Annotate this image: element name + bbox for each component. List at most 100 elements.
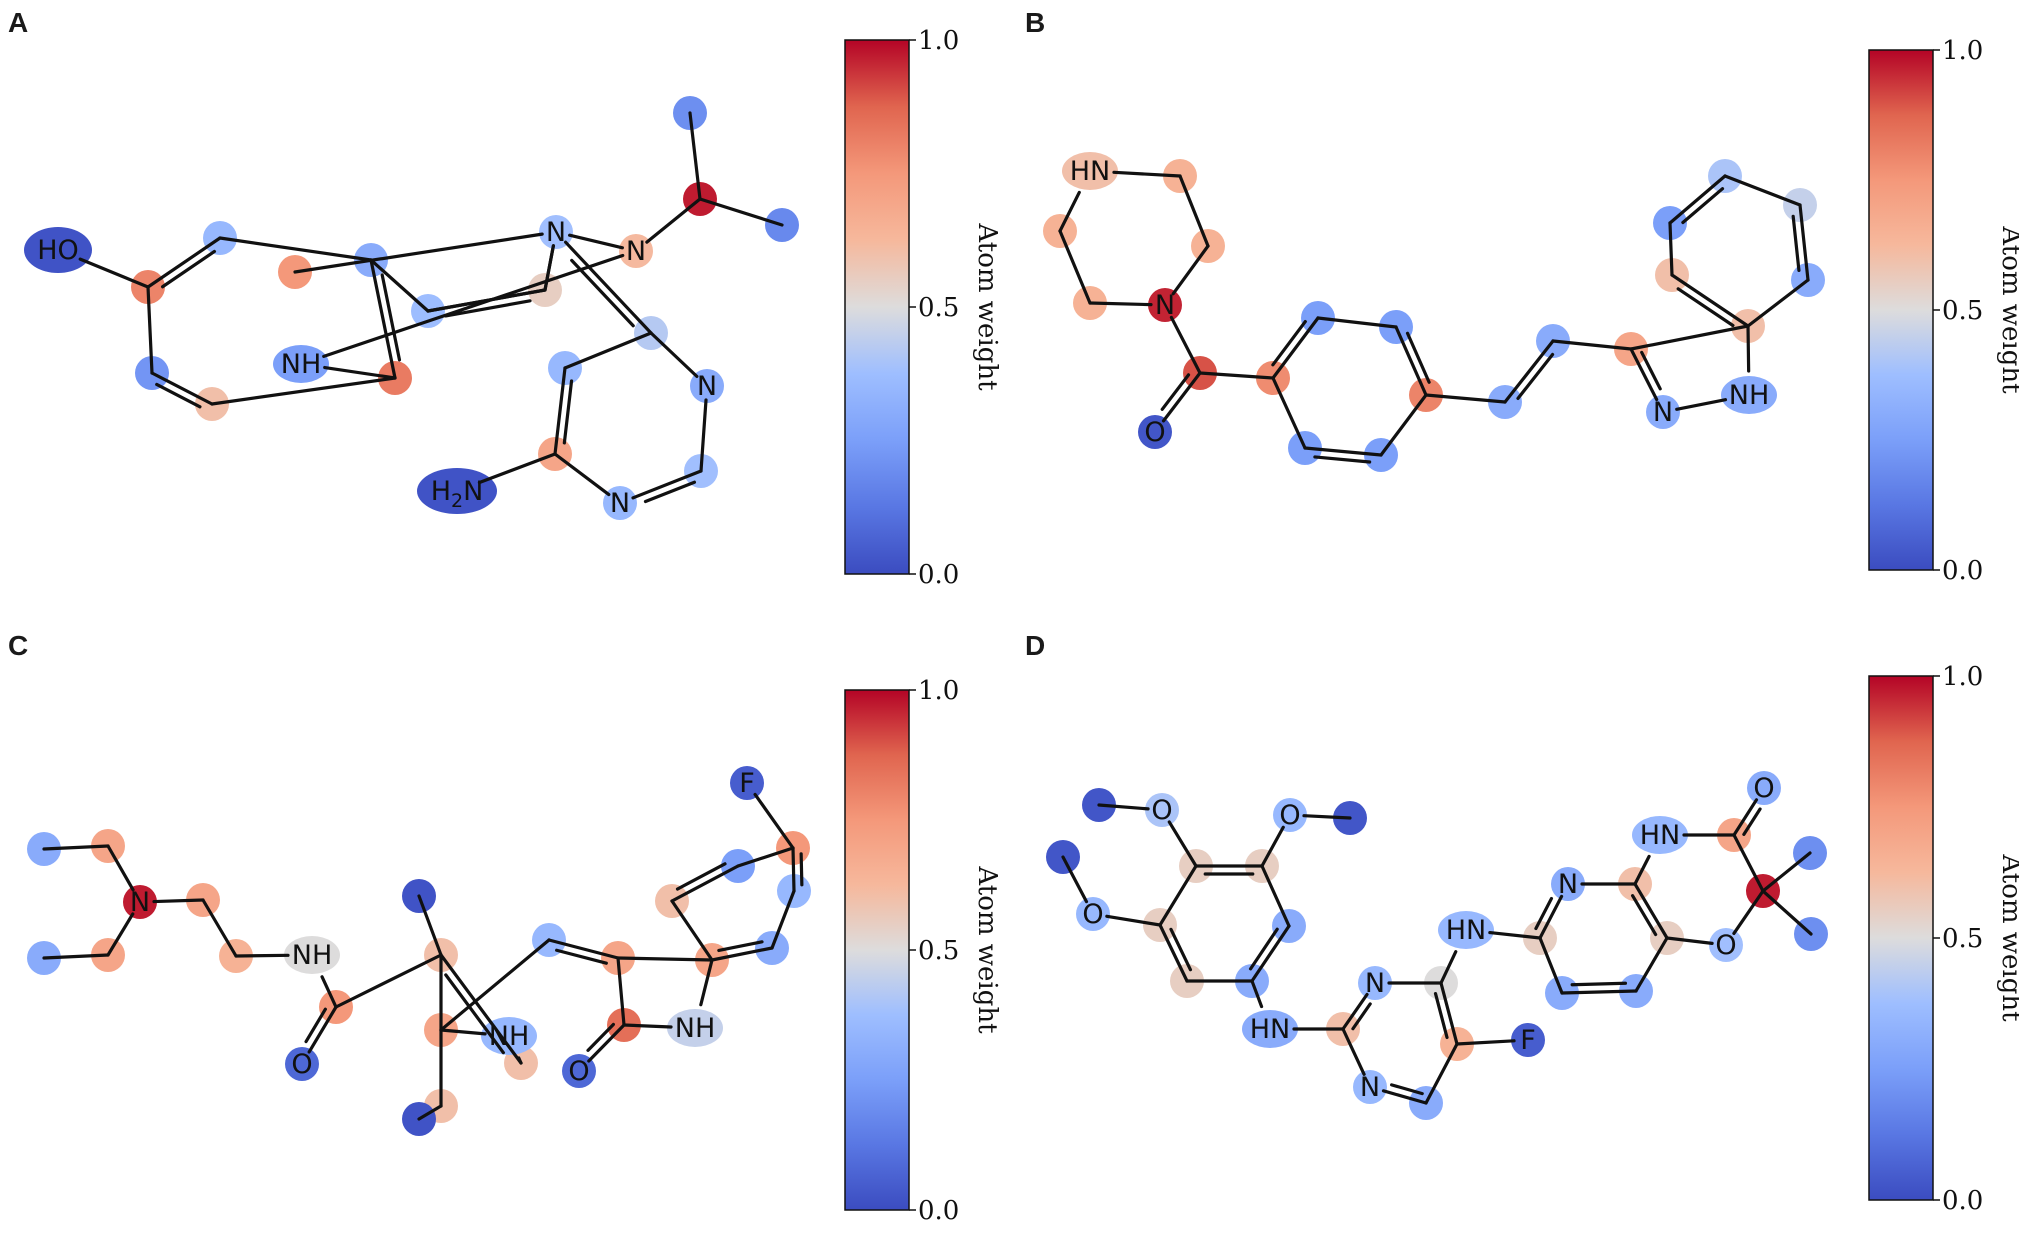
bond-second-line	[717, 940, 764, 953]
bond	[1250, 924, 1291, 983]
bond	[631, 469, 703, 500]
bond	[1424, 1042, 1459, 1105]
bond	[42, 953, 110, 960]
bond	[1341, 1027, 1366, 1076]
atom-label: F	[1520, 1025, 1536, 1056]
atom-label: O	[1753, 773, 1774, 804]
bond	[1723, 174, 1802, 207]
bond	[1439, 950, 1458, 985]
atom-label: NH	[292, 940, 333, 971]
bond	[439, 1028, 487, 1036]
bond	[1732, 889, 1765, 936]
bond	[1424, 393, 1507, 404]
bond	[645, 197, 702, 244]
bond	[201, 898, 238, 958]
bond	[1538, 936, 1564, 995]
bond	[698, 197, 784, 227]
bond	[150, 371, 214, 406]
bond	[307, 1005, 338, 1054]
colorbar-tick-label: 1.0	[1942, 662, 1983, 692]
bond-second-line	[1630, 894, 1658, 937]
atom-highlight	[562, 1054, 596, 1088]
atom-label: N	[697, 371, 717, 402]
bond	[1112, 170, 1182, 178]
bond	[1379, 393, 1428, 457]
bond	[1732, 798, 1759, 837]
bond-second-line	[1433, 991, 1449, 1040]
atom-label: O	[1144, 417, 1165, 448]
bond	[791, 846, 796, 893]
atom-label: N	[130, 887, 150, 918]
bond	[1260, 825, 1285, 868]
bond	[688, 111, 702, 201]
bond	[553, 366, 567, 456]
bond	[770, 889, 796, 950]
bond	[1058, 190, 1081, 233]
colorbar-tick-label: 0.0	[1942, 556, 1983, 586]
bond	[417, 1104, 443, 1121]
bond	[210, 376, 397, 406]
bond-second-line	[1271, 320, 1307, 367]
bond	[1633, 882, 1669, 940]
bond-second-line	[643, 480, 697, 504]
bond	[1503, 339, 1555, 404]
atom-label: N	[546, 217, 566, 248]
atom-label: O	[568, 1056, 589, 1087]
bond	[439, 953, 523, 1065]
bond	[1316, 316, 1398, 329]
atom-highlight	[1273, 798, 1307, 832]
bond	[670, 899, 714, 962]
atom-highlight	[284, 936, 340, 974]
bond	[1260, 864, 1291, 928]
atom-highlight	[1353, 1070, 1387, 1104]
bond	[699, 958, 714, 1007]
atom-highlight	[1438, 911, 1494, 949]
atom-highlight	[1747, 771, 1781, 805]
colorbar-tick-label: 1.0	[1942, 36, 1983, 66]
bond	[323, 365, 397, 380]
atom-label: N	[1155, 290, 1175, 321]
bond	[106, 912, 135, 957]
bond-second-line	[1791, 214, 1801, 272]
atom-highlight	[1646, 395, 1680, 429]
bond	[1439, 981, 1459, 1046]
atom-label: O	[1279, 800, 1300, 831]
panel-letter: C	[8, 630, 28, 661]
bond-second-line	[1681, 187, 1725, 225]
bond	[1303, 446, 1383, 457]
bond	[1161, 371, 1202, 423]
bond	[106, 844, 135, 892]
bond	[1169, 315, 1202, 375]
colorbar-tick-label: 0.5	[1942, 924, 1983, 954]
bond	[1732, 833, 1765, 893]
bond	[369, 258, 430, 313]
colorbar-tick-label: 1.0	[918, 26, 959, 56]
bond	[152, 898, 205, 904]
atom-highlight	[1551, 867, 1585, 901]
atom-label: HN	[1446, 915, 1487, 946]
bond-second-line	[1313, 455, 1372, 464]
bond	[587, 1023, 626, 1063]
atom-highlight	[1148, 288, 1182, 322]
bonds	[78, 111, 784, 504]
atom-highlight	[619, 234, 653, 268]
bond	[1158, 864, 1198, 927]
bond-second-line	[444, 299, 532, 318]
atom-highlight	[1145, 793, 1179, 827]
bond	[1665, 936, 1714, 945]
bond	[1250, 979, 1264, 1009]
bond	[1560, 989, 1638, 995]
bond-second-line	[555, 948, 608, 965]
atom-label: N	[1653, 397, 1673, 428]
bond	[1746, 324, 1751, 373]
bonds	[1058, 170, 1810, 464]
bond	[439, 938, 551, 1032]
atom-label: NH	[675, 1013, 716, 1044]
atom-label: HN	[1250, 1014, 1291, 1045]
